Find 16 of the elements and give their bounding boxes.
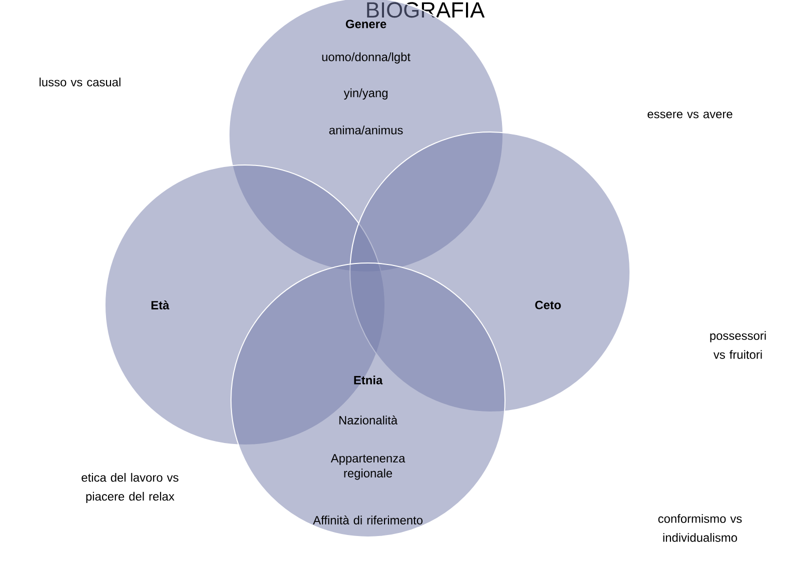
circle-text: Appartenenza regionale <box>330 454 406 480</box>
circle-text: anima/animus <box>329 126 403 134</box>
note-text: conformismo vs individualismo <box>658 514 742 542</box>
title: BIOGRAFIA <box>367 2 485 18</box>
note-text: lusso vs casual <box>40 78 120 86</box>
note-text: etica del lavoro vs piacere del relax <box>82 472 178 504</box>
note-text: essere vs avere <box>648 112 732 118</box>
circle-heading: Ceto <box>535 300 561 310</box>
circle-heading: Genere <box>346 20 386 28</box>
circle-text: uomo/donna/lgbt <box>322 52 410 64</box>
circle-text: yin/yang <box>344 88 388 100</box>
circle-heading: Età <box>152 300 170 310</box>
note-text: possessori vs fruitori <box>710 331 766 359</box>
circle-text: Nazionalità <box>339 416 398 424</box>
circle-text: Affinità di riferimento <box>312 516 423 524</box>
circle-heading: Etnia <box>354 376 383 384</box>
